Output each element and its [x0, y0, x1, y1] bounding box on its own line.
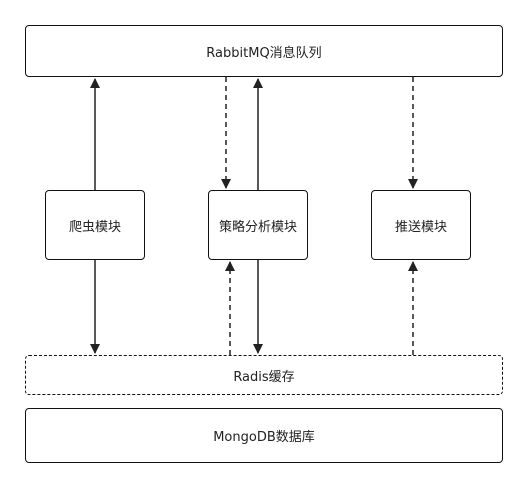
crawler-module-node: 爬虫模块 [45, 190, 145, 260]
rabbitmq-queue-node: RabbitMQ消息队列 [25, 25, 503, 77]
rabbitmq-queue-label: RabbitMQ消息队列 [206, 45, 322, 61]
push-module-label: 推送模块 [394, 219, 447, 235]
mongodb-database-node: MongoDB数据库 [25, 408, 503, 463]
strategy-analysis-module-node: 策略分析模块 [208, 190, 308, 260]
redis-cache-label: Radis缓存 [233, 369, 295, 385]
redis-cache-node: Radis缓存 [25, 355, 503, 395]
push-module-node: 推送模块 [371, 190, 471, 260]
crawler-module-label: 爬虫模块 [68, 219, 121, 235]
strategy-analysis-module-label: 策略分析模块 [218, 219, 297, 235]
mongodb-database-label: MongoDB数据库 [213, 430, 315, 445]
